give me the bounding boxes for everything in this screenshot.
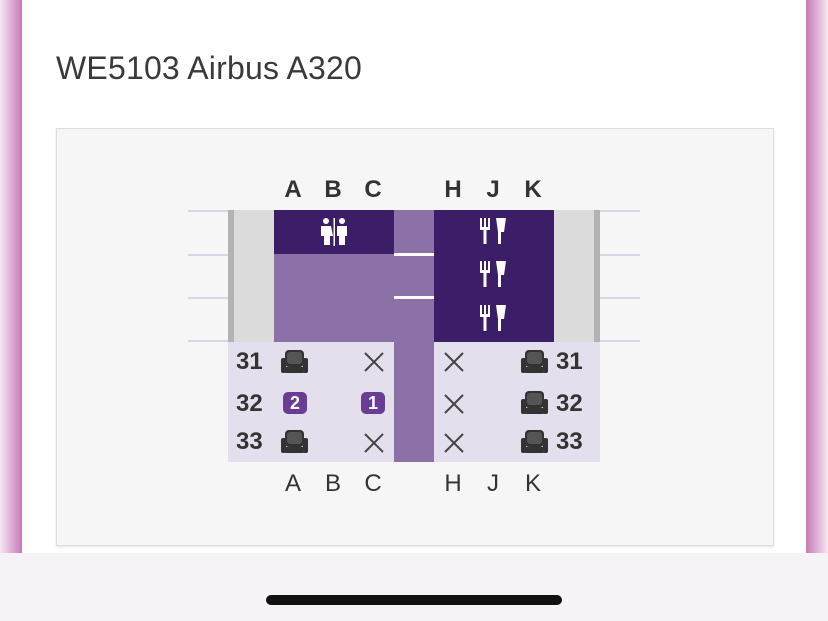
col-header-B: B <box>324 176 342 203</box>
seat-33C-unavailable <box>362 431 386 455</box>
flight-title: WE5103 Airbus A320 <box>56 50 363 86</box>
col-header-C: C <box>364 176 382 203</box>
wing-line <box>188 210 230 212</box>
seat-icon <box>281 430 308 453</box>
unavailable-x-icon <box>444 394 464 414</box>
aisle-forward <box>394 210 434 342</box>
seat-32C-selected-badge[interactable]: 1 <box>361 392 385 414</box>
row-number-right: 33 <box>556 428 583 455</box>
seat-32A-selected-badge[interactable]: 2 <box>283 392 307 414</box>
row-number-left: 33 <box>236 428 263 455</box>
aisle <box>394 342 434 462</box>
unavailable-x-icon <box>444 352 464 372</box>
cabin-zone-forward-left <box>274 254 394 342</box>
window-frame-left <box>0 0 22 553</box>
seat-icon <box>521 350 548 373</box>
galley-cutlery-icon <box>478 303 510 338</box>
col-footer-A: A <box>284 470 301 497</box>
seat-32H-unavailable <box>442 392 466 416</box>
wing-line <box>188 340 230 342</box>
seat-31H-unavailable <box>442 350 466 374</box>
lavatory-icon <box>318 217 350 252</box>
fuselage-right <box>554 210 594 342</box>
seat-icon <box>281 350 308 373</box>
row-number-left: 32 <box>236 390 263 417</box>
seat-33A[interactable] <box>281 429 308 455</box>
galley <box>434 210 554 342</box>
galley-cutlery-icon <box>478 216 510 251</box>
col-footer-K: K <box>524 470 541 497</box>
row-number-right: 31 <box>556 348 583 375</box>
row-number-right: 32 <box>556 390 583 417</box>
aisle-divider <box>394 296 434 299</box>
col-header-K: K <box>524 176 542 203</box>
col-header-A: A <box>284 176 302 203</box>
col-footer-H: H <box>444 470 462 497</box>
unavailable-x-icon <box>364 433 384 453</box>
seat-33K[interactable] <box>521 429 548 455</box>
system-bottom-bar <box>0 553 828 621</box>
wing-line <box>598 254 640 256</box>
seat-31C-unavailable <box>362 350 386 374</box>
fuselage-left <box>234 210 274 342</box>
wing-line <box>188 254 230 256</box>
aisle-divider <box>394 253 434 256</box>
seat-31A[interactable] <box>281 349 308 375</box>
col-header-J: J <box>486 176 500 203</box>
col-footer-B: B <box>324 470 341 497</box>
fuselage-wall-left <box>228 210 234 342</box>
home-indicator[interactable] <box>266 595 562 605</box>
col-footer-C: C <box>364 470 382 497</box>
wing-line <box>598 210 640 212</box>
seat-31K[interactable] <box>521 349 548 375</box>
unavailable-x-icon <box>364 352 384 372</box>
seat-33H-unavailable <box>442 431 466 455</box>
fuselage-wall-right <box>594 210 600 342</box>
wing-line <box>598 297 640 299</box>
seat-icon <box>521 391 548 414</box>
row-number-left: 31 <box>236 348 263 375</box>
seat-icon <box>521 430 548 453</box>
unavailable-x-icon <box>444 433 464 453</box>
col-footer-J: J <box>487 470 499 497</box>
galley-cutlery-icon <box>478 259 510 294</box>
wing-line <box>598 340 640 342</box>
col-header-H: H <box>444 176 462 203</box>
seat-32K[interactable] <box>521 390 548 416</box>
wing-line <box>188 297 230 299</box>
window-frame-right <box>806 0 828 553</box>
